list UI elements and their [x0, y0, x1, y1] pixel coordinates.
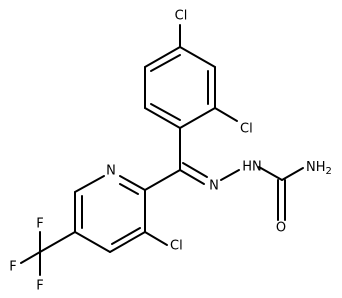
bond-n-n — [220, 169, 240, 181]
bond-py6-inner — [111, 227, 141, 245]
atom-n-pyridine: N — [106, 164, 116, 179]
bond-py2-inner — [119, 183, 139, 195]
bond-py3 — [74, 175, 105, 193]
dichlorophenyl-ring — [144, 24, 238, 129]
atom-nh-hydrazone: HN — [242, 160, 262, 175]
bond-ar1 — [179, 46, 216, 68]
atom-nh2-subscript: 2 — [326, 166, 332, 177]
bond-ar-cl-ortho — [214, 107, 238, 122]
bond-ar4 — [144, 107, 181, 129]
atom-f-left: F — [9, 260, 16, 275]
bond-ar3 — [179, 107, 216, 129]
atom-cl-para: Cl — [175, 9, 188, 24]
atom-nh2-main: NH — [306, 160, 326, 175]
trifluoromethyl-group — [20, 231, 76, 276]
bond-ar6-inner — [150, 54, 181, 72]
bond-ring-to-cf3 — [39, 231, 76, 253]
bond-imine-double-b — [182, 162, 208, 178]
atom-f-top: F — [36, 217, 43, 232]
bond-cf3-f-left — [20, 251, 41, 264]
bond-nh-carbonyl — [258, 166, 283, 181]
bond-py-cl — [144, 231, 168, 246]
bond-ar6 — [144, 46, 181, 68]
atom-cl-pyridine: Cl — [170, 239, 183, 254]
atom-cl-ortho: Cl — [240, 122, 253, 137]
bond-py2 — [119, 175, 146, 191]
bond-py5 — [74, 231, 111, 253]
hydrazone-chain — [179, 127, 304, 221]
bond-py1 — [144, 169, 181, 191]
atom-nh2: NH2 — [306, 160, 332, 177]
bond-carbonyl-nh2 — [281, 167, 304, 181]
atom-o-carbonyl: O — [276, 221, 286, 236]
pyridine-ring — [74, 169, 181, 253]
bond-imine-double-a — [179, 169, 205, 185]
atom-f-bottom: F — [36, 279, 43, 294]
bond-py6 — [109, 231, 146, 253]
atom-n-imine: N — [209, 179, 219, 194]
bond-ar4-inner — [150, 103, 181, 121]
